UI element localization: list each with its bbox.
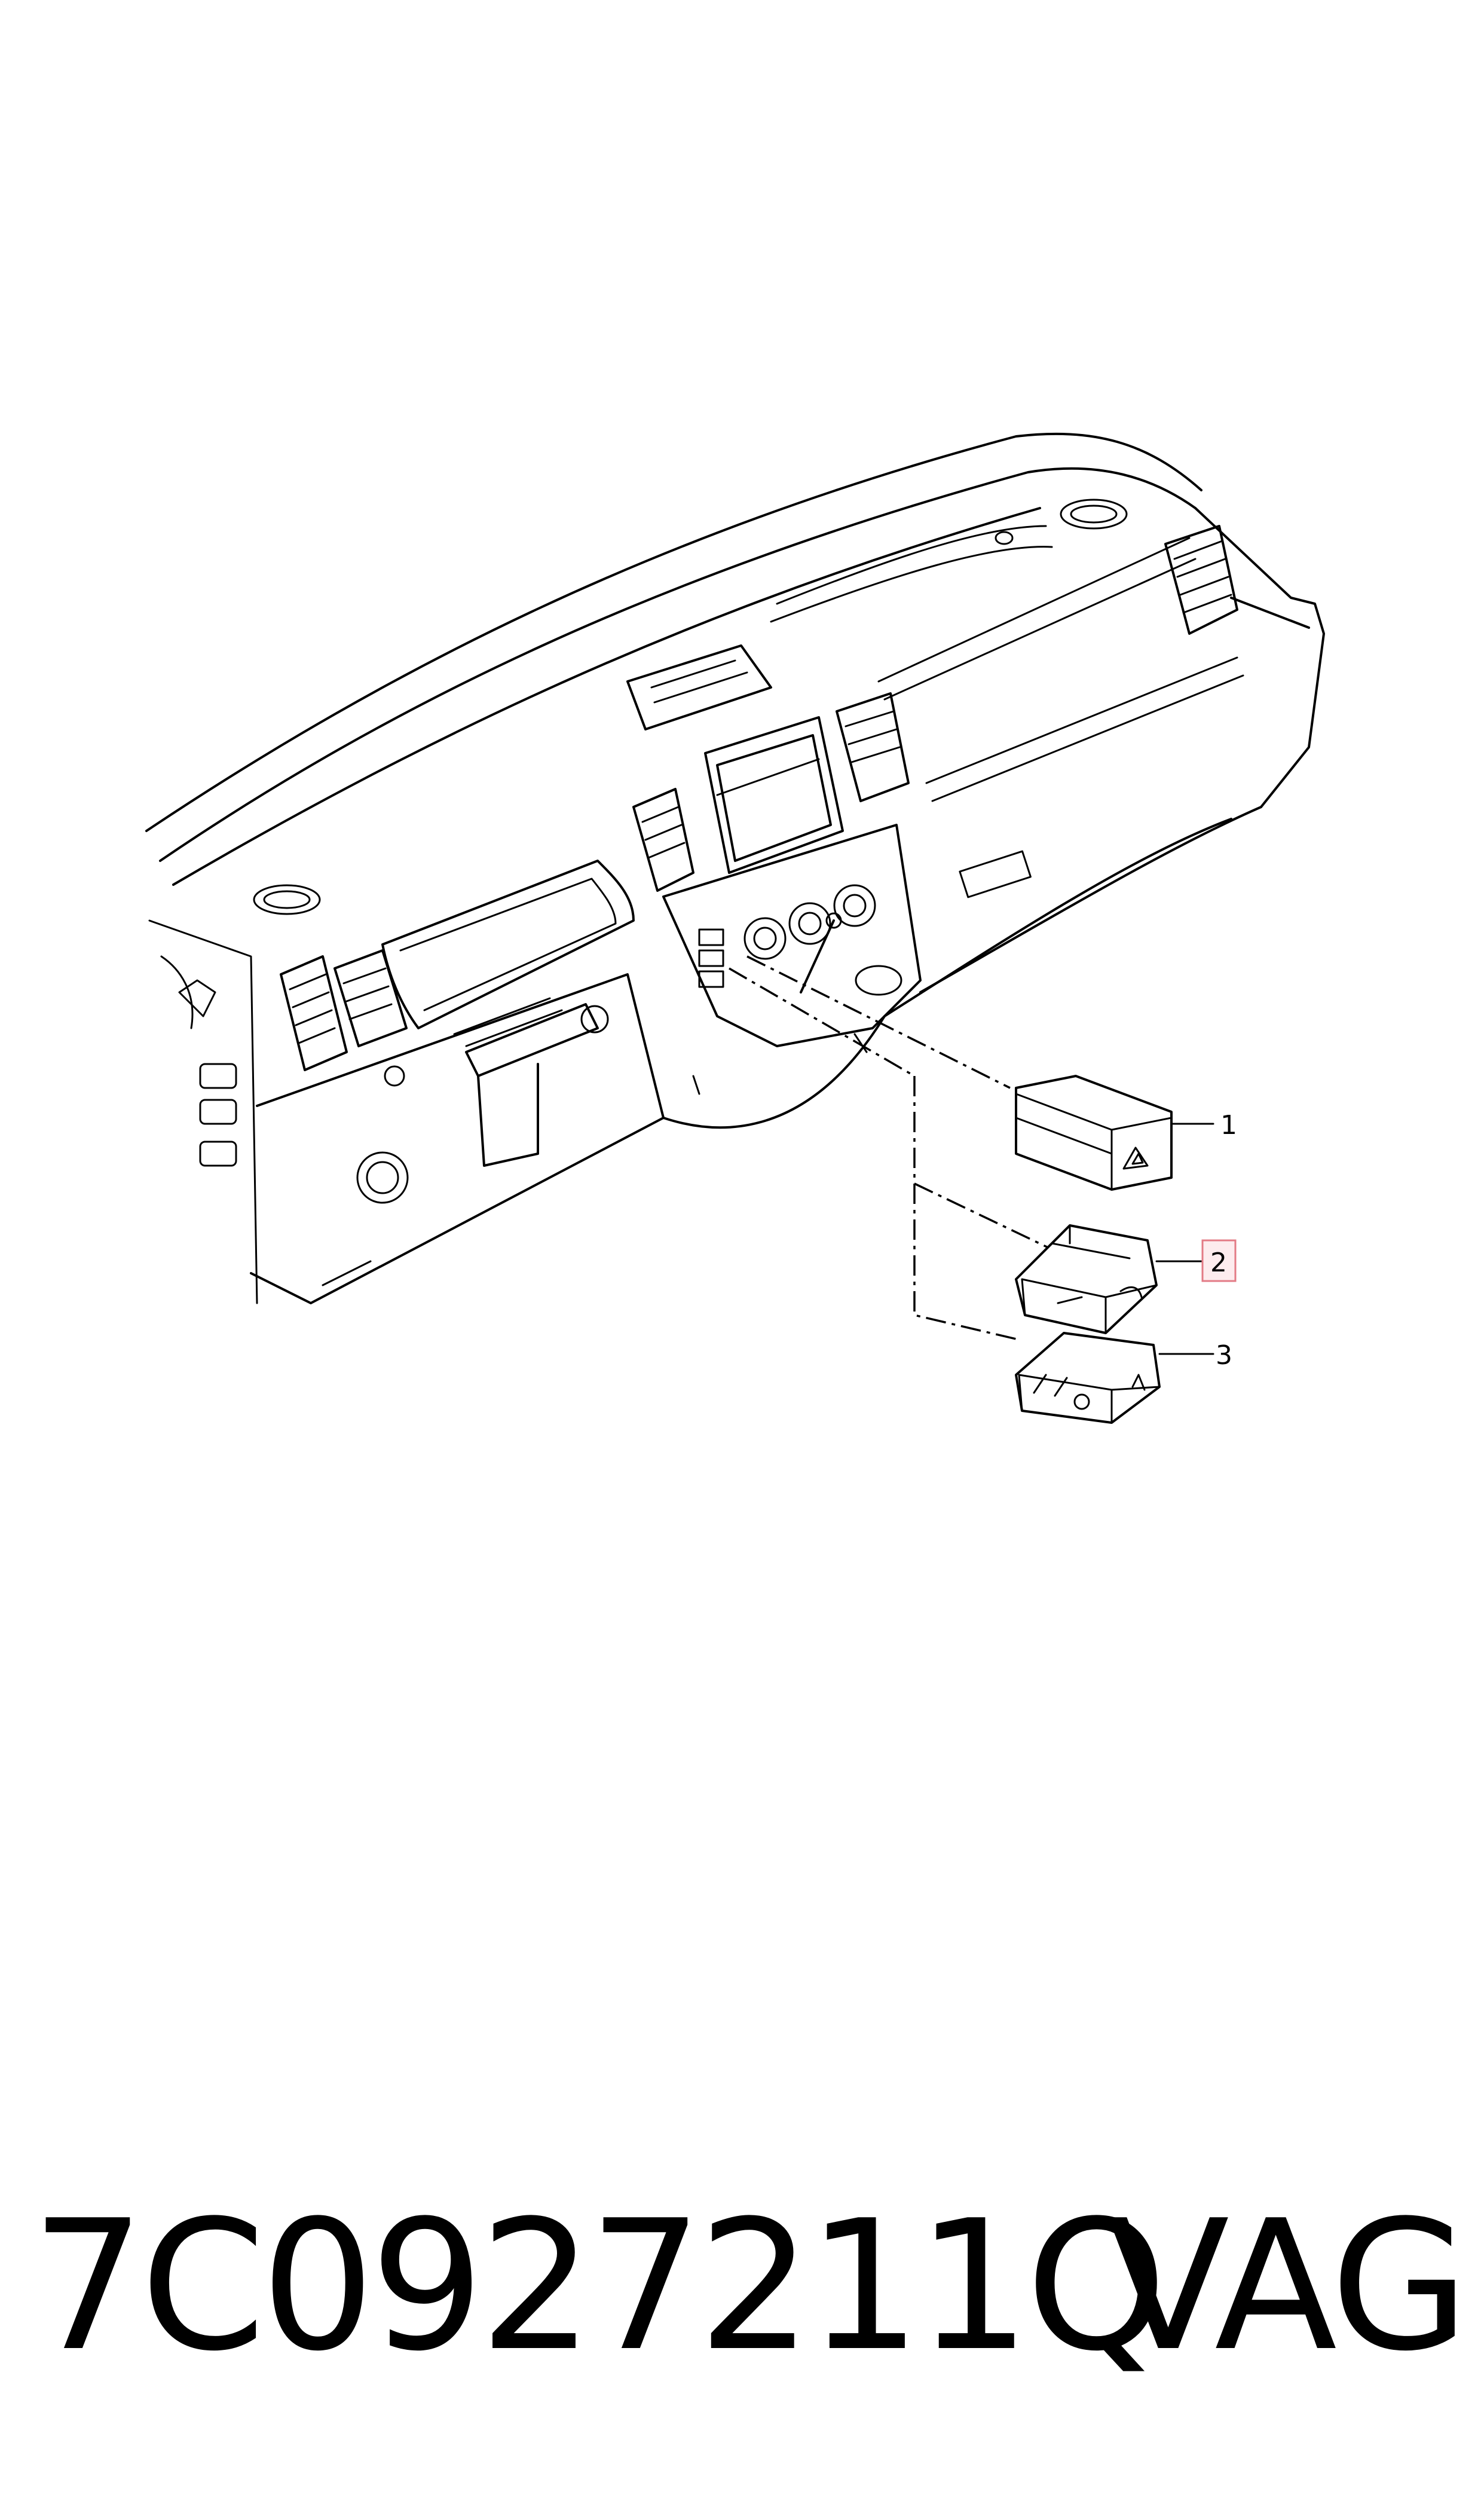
callout-label: 3: [1216, 1340, 1232, 1371]
callout-label: 2: [1210, 1248, 1227, 1278]
brand-label: VAG: [1107, 2182, 1469, 2390]
callout-label: 1: [1220, 1110, 1237, 1141]
part-number: 7C0927211Q: [31, 2182, 1167, 2390]
leader-lines: [729, 955, 1052, 1340]
callout-leaders: [1155, 1123, 1214, 1355]
part-1-hazard-switch: [1015, 1075, 1173, 1191]
parts-diagram: 1 2 3: [145, 432, 1325, 1424]
part-3-switch: [1015, 1332, 1161, 1424]
callout-3: 3: [1216, 1340, 1232, 1371]
callout-1: 1: [1220, 1110, 1237, 1141]
dashboard-illustration: [145, 432, 1325, 1304]
callout-2: 2: [1201, 1239, 1237, 1282]
callout-highlight-box: [1201, 1239, 1237, 1282]
part-2-switch: [1015, 1224, 1158, 1334]
footer: 7C0927211Q VAG: [31, 2182, 1469, 2390]
